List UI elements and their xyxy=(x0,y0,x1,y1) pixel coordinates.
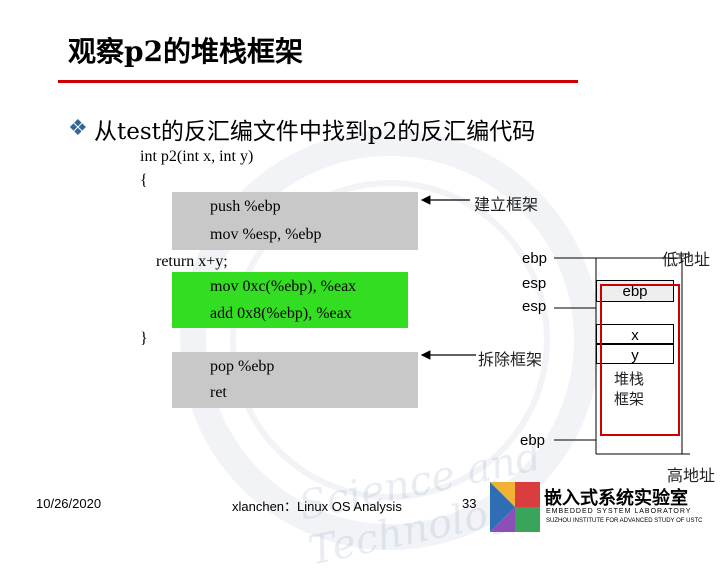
stack-frame-outline xyxy=(600,284,680,436)
code-mov: mov %esp, %ebp xyxy=(210,226,322,243)
low-address-label: 低地址 xyxy=(662,250,711,269)
ebp-top-label: ebp xyxy=(522,250,548,267)
esp-low-label: esp xyxy=(522,298,547,315)
code-pop: pop %ebp xyxy=(210,358,275,375)
stack-frame-label-1: 堆栈 xyxy=(614,370,645,388)
stack-frame-label-2: 框架 xyxy=(614,390,645,408)
title-underline xyxy=(58,80,578,83)
teardown-frame-label: 拆除框架 xyxy=(478,350,543,369)
diamond-bullet-icon: ❖ xyxy=(68,116,88,141)
setup-frame-label: 建立框架 xyxy=(474,195,539,214)
footer-date: 10/26/2020 xyxy=(36,496,102,511)
footer-page-number: 33 xyxy=(462,496,477,511)
annotation-lines xyxy=(420,195,690,455)
code-mov2: mov 0xc(%ebp), %eax xyxy=(210,278,357,295)
code-close-brace: } xyxy=(140,330,148,347)
lab-name-en-2: SUZHOU INSTITUTE FOR ADVANCED STUDY OF U… xyxy=(546,518,703,524)
code-push: push %ebp xyxy=(210,198,281,215)
esp-mid-label: esp xyxy=(522,275,547,292)
body-highlight xyxy=(172,272,408,328)
university-seal-inner-ring xyxy=(230,180,550,500)
lab-name-en-1: EMBEDDED SYSTEM LABORATORY xyxy=(546,508,692,515)
stack-x-cell: x xyxy=(596,324,674,344)
ebp-bottom-label: ebp xyxy=(520,432,546,449)
page-title: 观察p2的堆栈框架 xyxy=(68,35,304,68)
footer-author: xlanchen：Linux OS Analysis xyxy=(232,499,402,514)
high-address-label: 高地址 xyxy=(667,466,716,485)
lab-logo-icon xyxy=(490,482,540,532)
code-ret: ret xyxy=(210,384,227,401)
lab-name: 嵌入式系统实验室 xyxy=(544,488,688,509)
epilogue-highlight xyxy=(172,352,418,408)
code-open-brace: { xyxy=(140,172,148,189)
stack-y-cell: y xyxy=(596,344,674,364)
code-signature: int p2(int x, int y) xyxy=(140,148,254,165)
code-return: return x+y; xyxy=(156,253,228,270)
prologue-highlight xyxy=(172,192,418,250)
bullet-text: 从test的反汇编文件中找到p2的反汇编代码 xyxy=(94,119,536,145)
code-add: add 0x8(%ebp), %eax xyxy=(210,305,352,322)
